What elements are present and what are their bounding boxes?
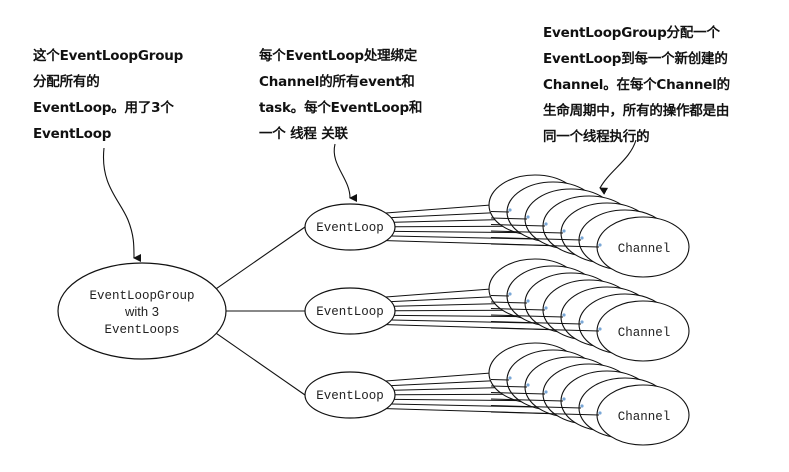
loop-to-channel-edge — [490, 224, 546, 227]
connector-dot — [562, 229, 566, 233]
loop-to-channel-edge — [490, 392, 546, 395]
loop-to-channel-edge — [385, 204, 492, 214]
loop-to-channel-edge — [490, 217, 528, 220]
group-to-loop-edge — [214, 332, 306, 396]
connector-dot — [580, 236, 584, 240]
loop-to-channel-edge — [490, 385, 528, 388]
connector-dot — [544, 306, 548, 310]
annotation-line: 每个EventLoop处理绑定 — [259, 48, 418, 64]
annotation-line: EventLoop — [33, 126, 112, 142]
connector-dot — [544, 222, 548, 226]
group-label-line2: with 3 — [124, 304, 159, 319]
connector-dot — [526, 383, 530, 387]
annotation-line: 一个 线程 关联 — [259, 126, 348, 142]
loop-to-channel-edge — [490, 230, 564, 234]
event-loop-label: EventLoop — [316, 305, 384, 319]
connector-dot — [598, 243, 602, 247]
connector-dot — [544, 390, 548, 394]
loop-to-channel-edge — [490, 327, 600, 332]
loop-to-channel-edge — [391, 379, 510, 387]
annotation-line: 这个EventLoopGroup — [33, 48, 184, 64]
group-label-line1: EventLoopGroup — [89, 289, 194, 303]
annotation-line: 分配所有的 — [33, 74, 100, 90]
event-loop-annotation: 每个EventLoop处理绑定 Channel的所有event和 task。每个… — [259, 43, 422, 147]
event-loop-1: Channel EventLoop — [304, 174, 690, 278]
loop-to-channel-edge — [391, 211, 510, 219]
loop-to-channel-edge — [490, 237, 582, 241]
loop-to-channel-edge — [490, 321, 582, 325]
loop-to-channel-edge — [385, 372, 492, 382]
annotation-line: 同一个线程执行的 — [543, 129, 650, 145]
event-loop-2: Channel EventLoop — [304, 258, 690, 362]
loop-to-channel-edge — [490, 379, 510, 381]
connector-dot — [562, 397, 566, 401]
connector-dot — [508, 376, 512, 380]
channel-annotation-arrow — [599, 139, 637, 195]
event-loop-label: EventLoop — [316, 389, 384, 403]
connector-dot — [526, 299, 530, 303]
connector-dot — [598, 327, 602, 331]
event-loop-node[interactable]: EventLoop — [304, 371, 396, 419]
group-to-loop-edge — [214, 226, 306, 290]
loop-to-channel-edge — [490, 411, 600, 416]
connector-dot — [526, 215, 530, 219]
connector-dot — [562, 313, 566, 317]
event-loop-group-annotation: 这个EventLoopGroup 分配所有的 EventLoop。用了3个 Ev… — [33, 43, 183, 147]
event-loop-3: Channel EventLoop — [304, 342, 690, 446]
annotation-line: EventLoop。用了3个 — [33, 100, 174, 116]
channel-label: Channel — [618, 410, 671, 424]
annotation-line: EventLoopGroup分配一个 — [543, 25, 720, 41]
channel-annotation: EventLoopGroup分配一个 EventLoop到每一个新创建的 Cha… — [543, 20, 730, 150]
annotation-line: EventLoop到每一个新创建的 — [543, 51, 728, 67]
connector-dot — [508, 292, 512, 296]
loop-to-channel-edge — [490, 243, 600, 248]
group-edges — [214, 226, 306, 396]
event-loop-label: EventLoop — [316, 221, 384, 235]
loop-annotation-arrow — [333, 143, 358, 202]
loop-to-channel-edge — [490, 308, 546, 311]
connector-dot — [580, 404, 584, 408]
connector-dot — [508, 208, 512, 212]
annotation-line: Channel的所有event和 — [259, 74, 415, 90]
loop-to-channel-edge — [490, 211, 510, 213]
annotation-line: Channel。在每个Channel的 — [543, 77, 730, 93]
loop-to-channel-edge — [490, 314, 564, 318]
loop-to-channel-edge — [490, 295, 510, 297]
loop-to-channel-edge — [490, 301, 528, 304]
channel-node[interactable]: Channel — [596, 300, 690, 362]
annotation-line: task。每个EventLoop和 — [259, 100, 423, 116]
channel-node[interactable]: Channel — [596, 384, 690, 446]
connector-dot — [598, 411, 602, 415]
channel-node[interactable]: Channel — [596, 216, 690, 278]
connector-dot — [580, 320, 584, 324]
loop-to-channel-edge — [490, 405, 582, 409]
loop-to-channel-edge — [391, 295, 510, 303]
loop-to-channel-edge — [490, 398, 564, 402]
group-annotation-arrow — [102, 147, 142, 262]
channel-label: Channel — [618, 326, 671, 340]
loop-to-channel-edge — [385, 288, 492, 298]
channel-label: Channel — [618, 242, 671, 256]
annotation-line: 生命周期中，所有的操作都是由 — [543, 103, 730, 119]
event-loop-node[interactable]: EventLoop — [304, 287, 396, 335]
group-label-line3: EventLoops — [104, 323, 179, 337]
event-loops-layer: ChannelEventLoopChannelEventLoopChannelE… — [304, 174, 690, 446]
event-loop-node[interactable]: EventLoop — [304, 203, 396, 251]
event-loop-group-node[interactable]: EventLoopGroup with 3 EventLoops — [57, 262, 227, 360]
